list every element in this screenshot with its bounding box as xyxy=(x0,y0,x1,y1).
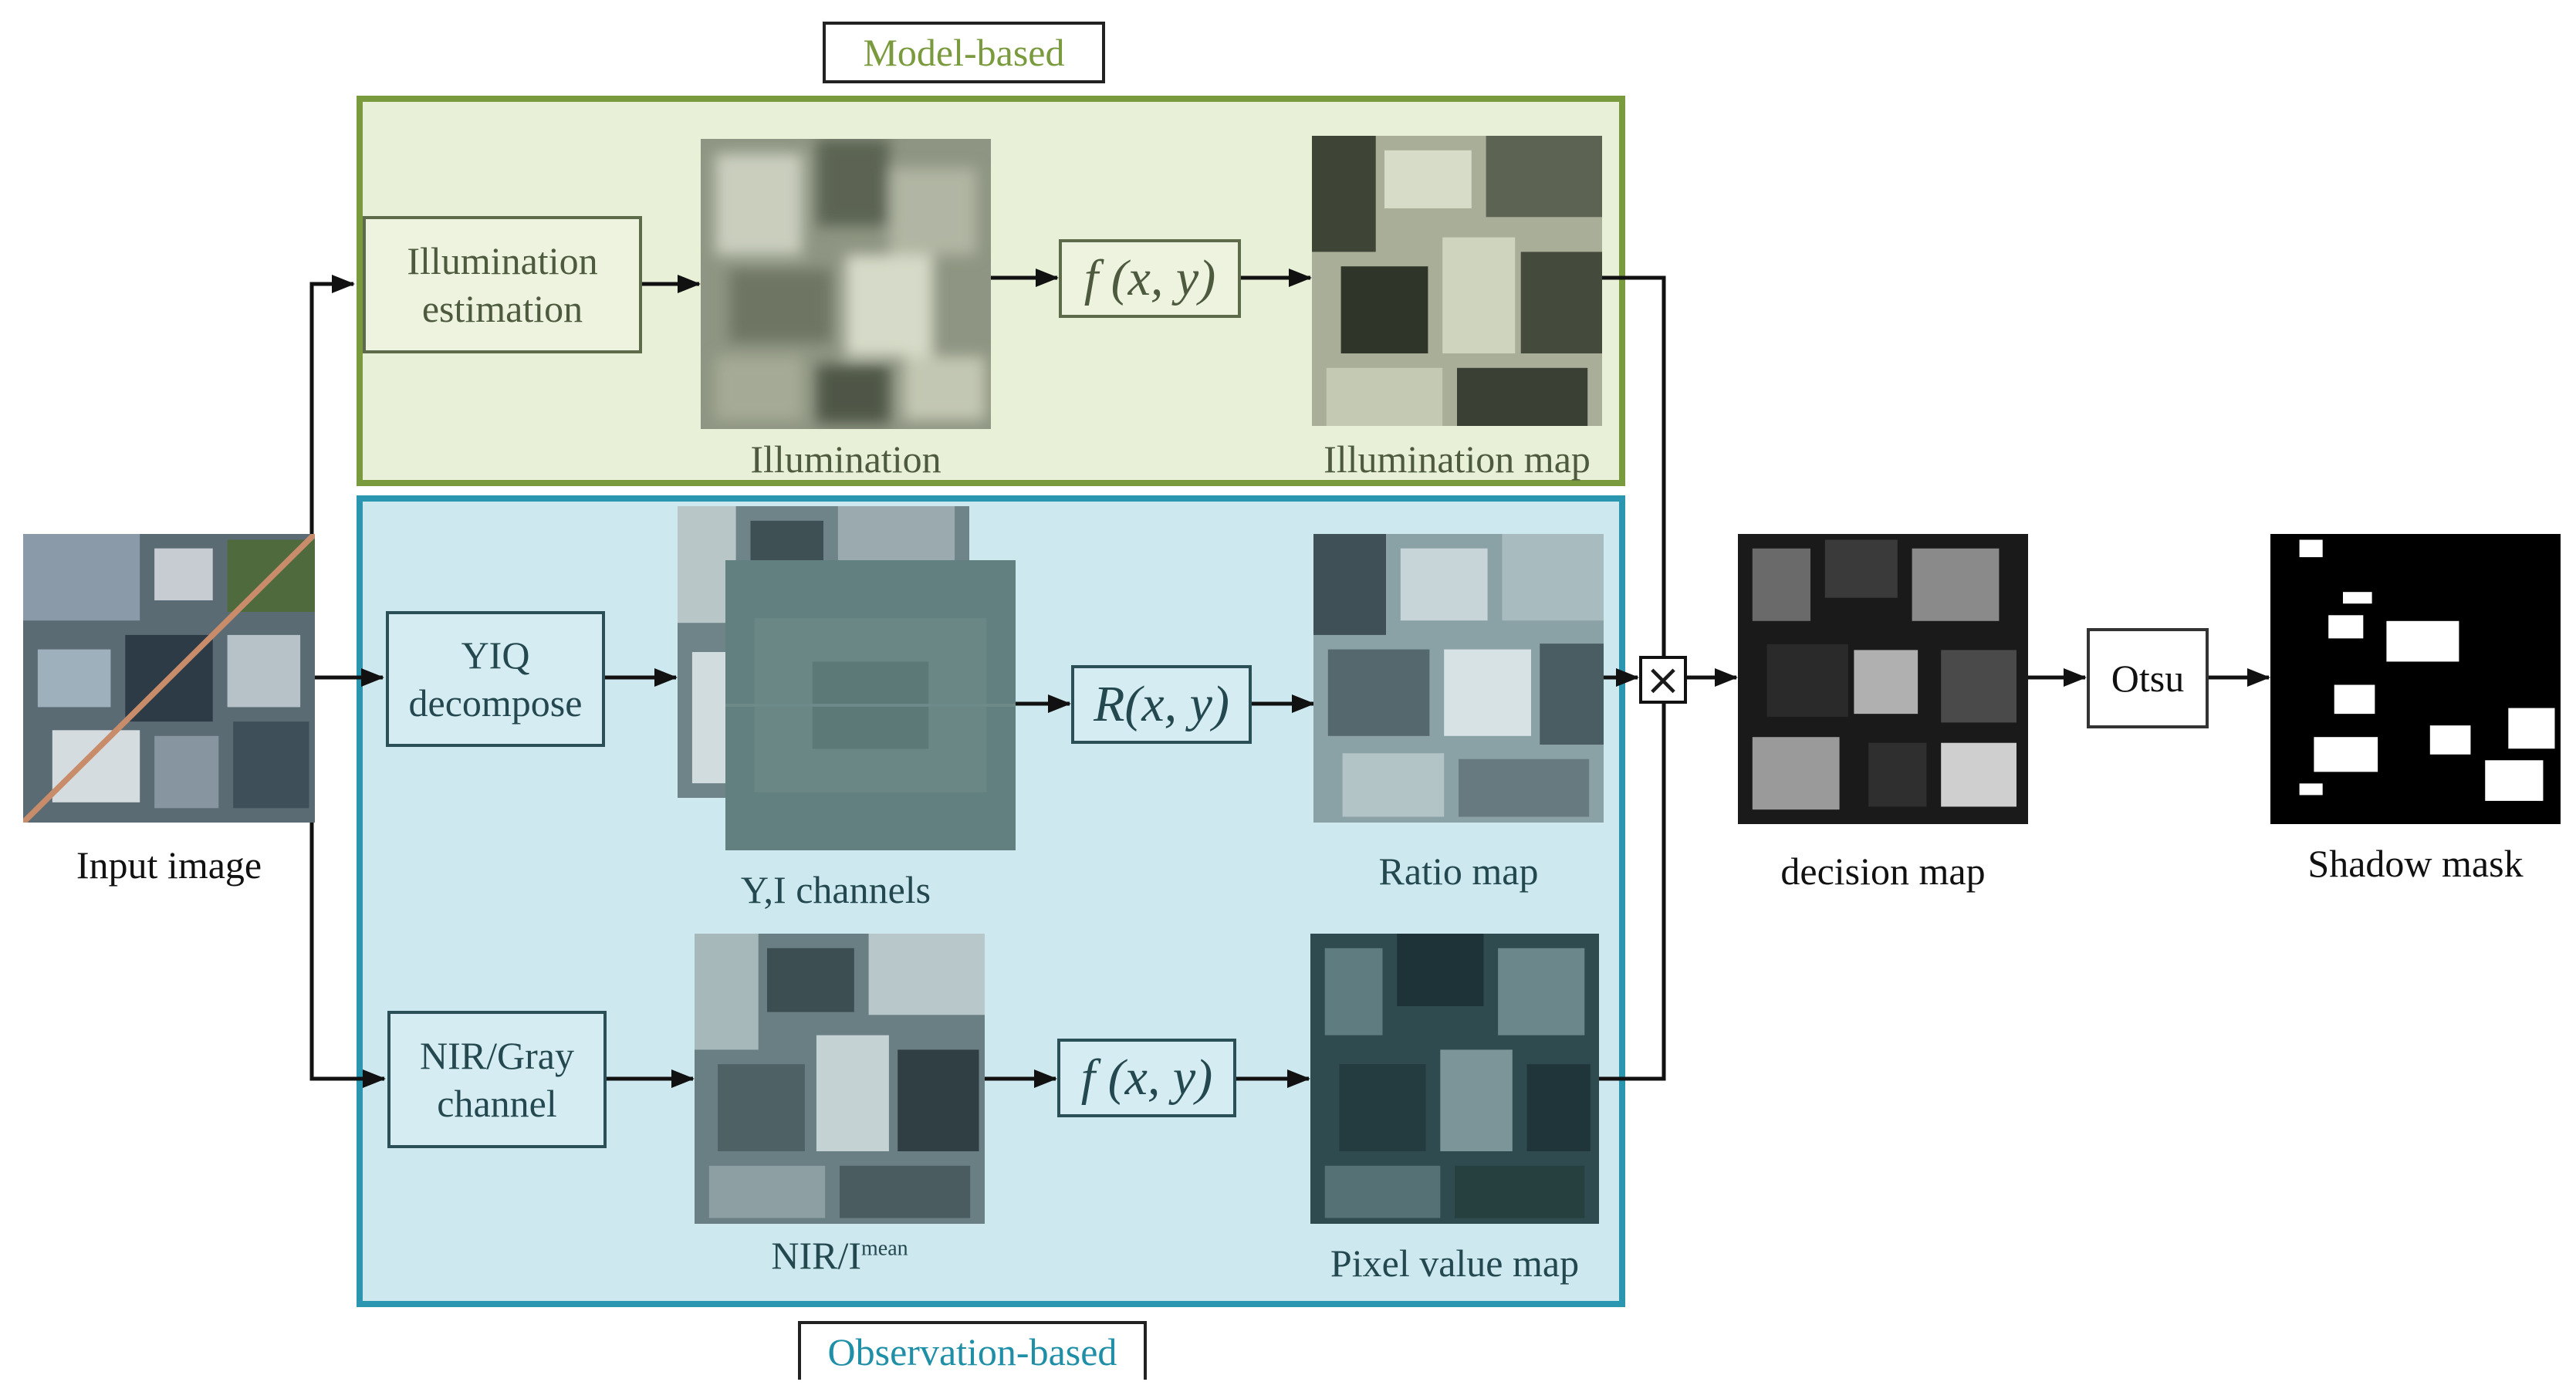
yiq-decompose-box: YIQ decompose xyxy=(386,611,605,747)
model-based-title: Model-based xyxy=(823,22,1105,83)
observation-based-title: Observation-based xyxy=(798,1321,1147,1380)
ratio-map-image xyxy=(1313,534,1604,823)
illumination-map-image xyxy=(1312,136,1602,426)
multiply-node: × xyxy=(1639,655,1687,705)
function-f-top: f (x, y) xyxy=(1059,239,1241,318)
ratio-map-caption: Ratio map xyxy=(1378,850,1539,893)
illumination-caption: Illumination xyxy=(750,438,941,481)
nir-gray-channel-box: NIR/Gray channel xyxy=(387,1011,607,1148)
pixel-value-map-image xyxy=(1310,934,1599,1224)
shadow-mask-caption: Shadow mask xyxy=(2307,842,2524,885)
function-r-middle: R(x, y) xyxy=(1071,665,1252,744)
nir-mean-sup: mean xyxy=(861,1236,908,1261)
function-f-bottom: f (x, y) xyxy=(1057,1039,1236,1117)
otsu-box: Otsu xyxy=(2087,628,2209,728)
decision-map-caption: decision map xyxy=(1780,850,1986,893)
illumination-map-caption: Illumination map xyxy=(1323,438,1591,481)
input-image xyxy=(23,534,315,823)
pixel-value-map-caption: Pixel value map xyxy=(1330,1242,1580,1285)
i-channel-image xyxy=(725,560,1016,850)
decision-map-image xyxy=(1738,534,2028,824)
input-image-caption: Input image xyxy=(76,843,262,887)
illumination-image xyxy=(701,139,991,429)
illumination-estimation-box: Illumination estimation xyxy=(363,216,642,353)
shadow-mask-image xyxy=(2270,534,2561,824)
yi-channels-caption: Y,I channels xyxy=(740,868,931,911)
nir-mean-image xyxy=(695,934,985,1224)
nir-mean-base: NIR/I xyxy=(771,1234,861,1277)
nir-mean-caption: NIR/Imean xyxy=(695,1233,985,1278)
